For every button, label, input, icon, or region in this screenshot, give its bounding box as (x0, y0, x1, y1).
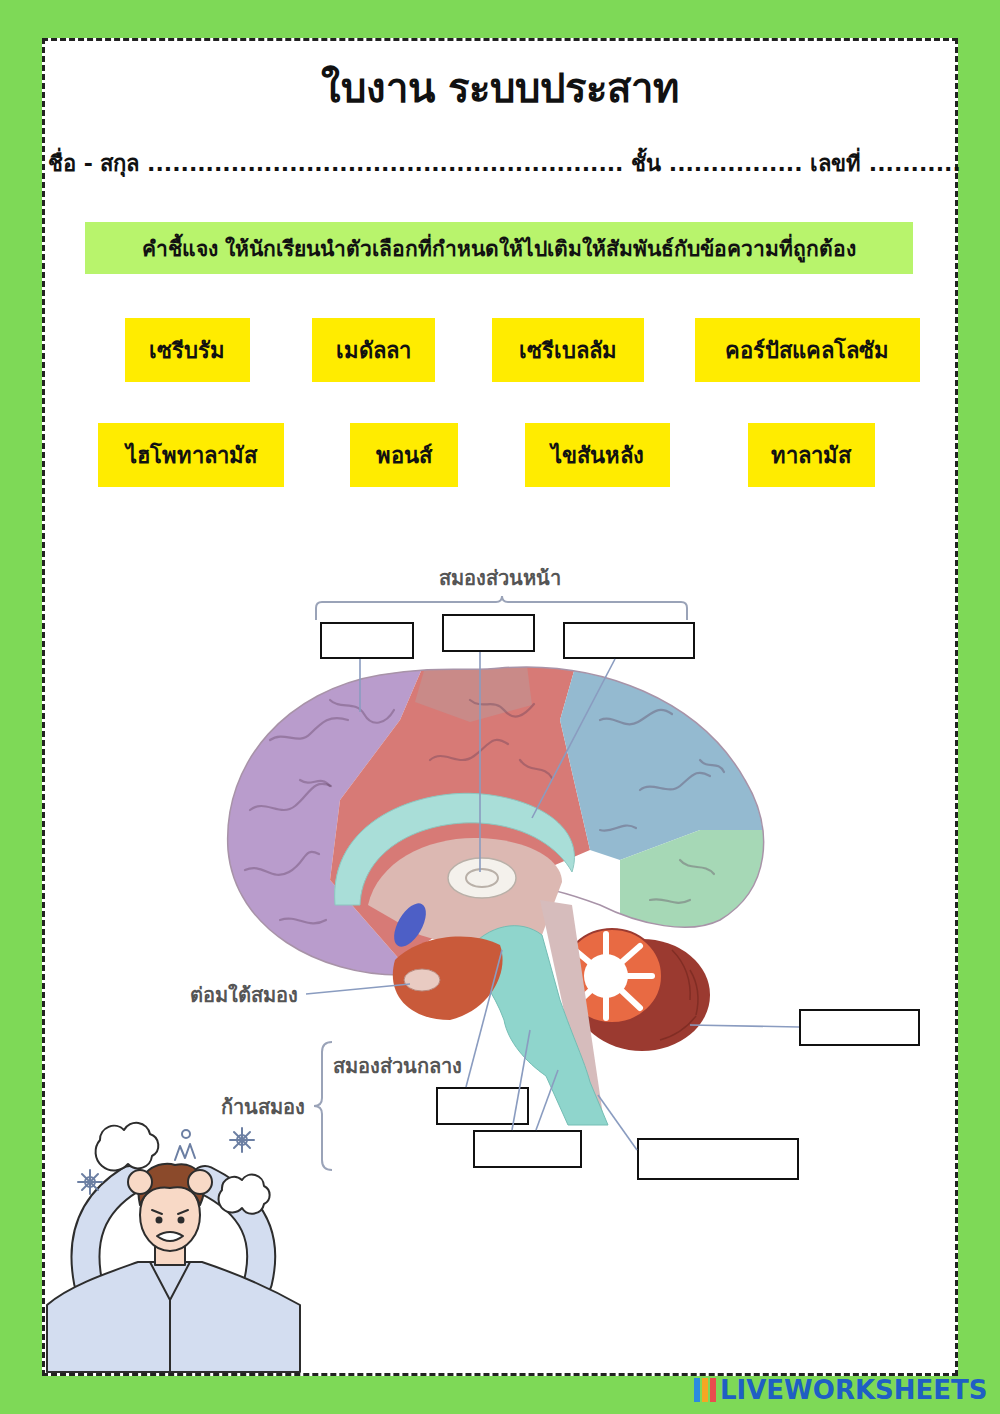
node-text: ทาลามัส (771, 438, 851, 473)
node-text: ไฮโพทาลามัส (126, 438, 257, 473)
node-text: พอนส์ (376, 438, 432, 473)
answer-choice: ไขสันหลัง (525, 423, 670, 487)
answer-choice: พอนส์ (350, 423, 458, 487)
name-field: ชื่อ - สกุล ............................… (48, 146, 961, 181)
part-label: ต่อมใต้สมอง (190, 979, 298, 1011)
region-label: ก้านสมอง (221, 1091, 305, 1123)
node-text: เซรีเบลลัม (519, 333, 617, 368)
watermark: LIVEWORKSHEETS (720, 1375, 988, 1405)
answer-choice: คอร์ปัสแคลโลซัม (695, 318, 920, 382)
node-text: คำชี้แจง ให้นักเรียนนำตัวเลือกที่กำหนดให… (142, 232, 856, 265)
node-text: ไขสันหลัง (551, 438, 644, 473)
region-label: สมองส่วนหน้า (439, 562, 561, 594)
node-text: เซรีบรัม (149, 333, 225, 368)
answer-choice: เมดัลลา (312, 318, 435, 382)
answer-choice: ไฮโพทาลามัส (98, 423, 284, 487)
node-text: เมดัลลา (336, 333, 411, 368)
region-label: สมองส่วนกลาง (333, 1050, 462, 1082)
answer-choice: เซรีเบลลัม (492, 318, 644, 382)
node-text: คอร์ปัสแคลโลซัม (725, 333, 889, 368)
answer-choice: เซรีบรัม (125, 318, 250, 382)
instruction-band: คำชี้แจง ให้นักเรียนนำตัวเลือกที่กำหนดให… (85, 222, 913, 274)
answer-choice: ทาลามัส (748, 423, 875, 487)
worksheet-title: ใบงาน ระบบประสาท (321, 56, 680, 120)
